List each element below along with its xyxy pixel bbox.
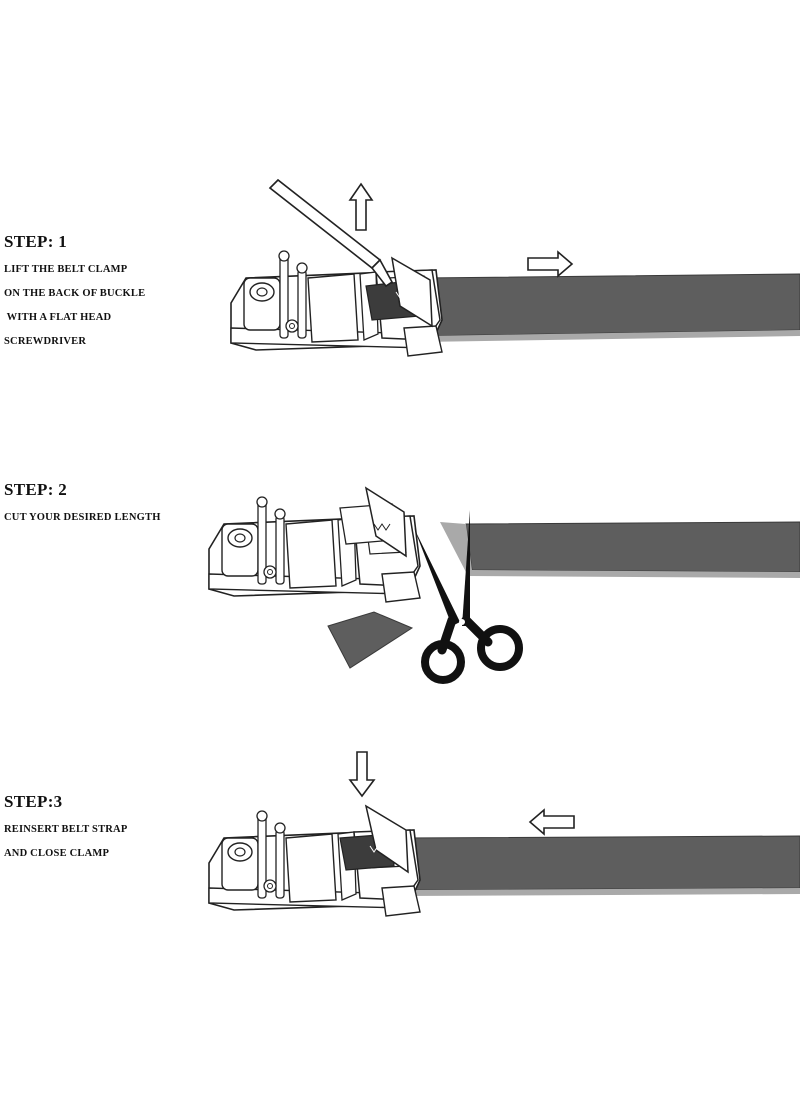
belt-strap-edge xyxy=(440,522,800,578)
belt-strap xyxy=(419,273,800,337)
step3-text: STEP:3 REINSERT BELT STRAP AND CLOSE CLA… xyxy=(4,792,127,866)
step3-title: STEP:3 xyxy=(4,792,63,811)
step3-line-2: AND CLOSE CLAMP xyxy=(4,848,110,859)
step2-line-1: CUT YOUR DESIRED LENGTH xyxy=(4,512,161,523)
belt-strap-edge xyxy=(404,888,800,896)
step1-line-1: LIFT THE BELT CLAMP xyxy=(4,264,128,275)
step1-illustration xyxy=(230,178,800,357)
step1-line-2: ON THE BACK OF BUCKLE xyxy=(4,288,146,299)
right-arrow-icon xyxy=(527,250,574,278)
up-arrow-icon xyxy=(348,182,374,231)
step2-title: STEP: 2 xyxy=(4,480,68,499)
step2-illustration xyxy=(208,486,800,684)
clamp-lever xyxy=(365,256,433,328)
scissors-icon xyxy=(414,510,523,684)
left-arrow-icon xyxy=(528,808,575,836)
belt-strap-edge xyxy=(420,330,800,342)
clamp-lever xyxy=(339,804,409,874)
belt-strap xyxy=(465,521,800,573)
step1-title: STEP: 1 xyxy=(4,232,68,251)
step3-illustration xyxy=(208,751,800,917)
step2-text: STEP: 2 CUT YOUR DESIRED LENGTH xyxy=(4,480,161,530)
step1-text: STEP: 1 LIFT THE BELT CLAMP ON THE BACK … xyxy=(4,232,145,354)
clamp-lever xyxy=(339,486,407,558)
down-arrow-icon xyxy=(348,751,376,798)
step3-line-1: REINSERT BELT STRAP xyxy=(4,824,128,835)
screwdriver-icon xyxy=(268,178,394,288)
step1-line-4: SCREWDRIVER xyxy=(4,336,87,347)
step1-line-3: WITH A FLAT HEAD xyxy=(4,312,112,323)
cut-strap-piece xyxy=(327,611,414,669)
belt-strap xyxy=(399,835,800,891)
